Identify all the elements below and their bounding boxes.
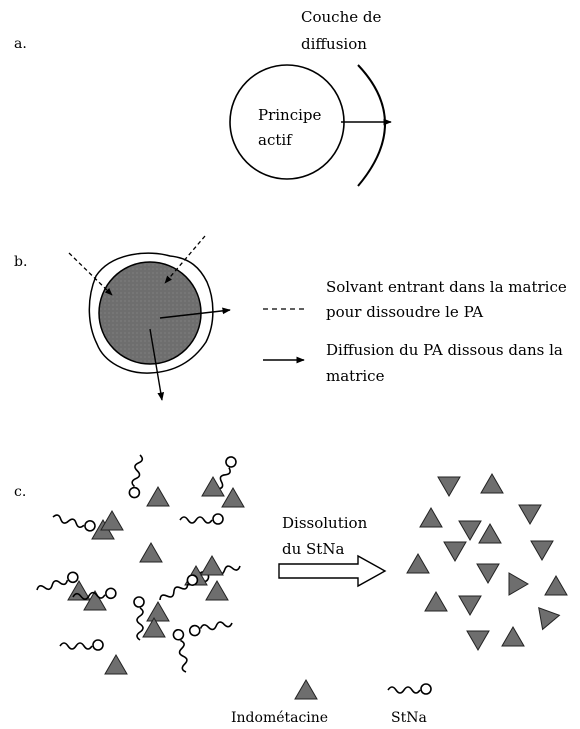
stna-legend-icon xyxy=(387,683,432,695)
drug-label-line1: Principe xyxy=(258,106,322,124)
legend-stna-label: StNa xyxy=(391,710,427,726)
legend-solvent-line2: pour dissoudre le PA xyxy=(326,303,483,321)
solvent-arrow-left xyxy=(68,252,113,296)
legend-solvent-line1: Solvant entrant dans la matrice xyxy=(326,278,567,296)
panel-a: a. Couche de diffusion Principe actif xyxy=(14,8,392,187)
diffusion-layer-arc xyxy=(357,64,386,187)
diffusion-layer-label-line2: diffusion xyxy=(301,35,367,53)
panel-b: b. Solvant entrant dans la matrice pour … xyxy=(14,235,567,401)
legend-indomethacin-label: Indométacine xyxy=(231,710,328,726)
panel-c-label: c. xyxy=(14,484,26,500)
panel-a-label: a. xyxy=(14,36,27,52)
process-label-line1: Dissolution xyxy=(282,514,368,532)
diffusion-layer-label-line1: Couche de xyxy=(301,8,381,26)
mixture-before xyxy=(34,453,245,675)
panel-b-label: b. xyxy=(14,254,27,270)
process-arrow xyxy=(278,554,387,588)
process-label-line2: du StNa xyxy=(282,540,344,558)
legend-c: Indométacine StNa xyxy=(231,679,432,726)
diffusion-arrow-right xyxy=(159,307,231,319)
mixture-after xyxy=(406,473,568,651)
legend-diffusion-line2: matrice xyxy=(326,367,385,385)
solvent-arrow-right xyxy=(164,235,206,284)
legend-diffusion-line1: Diffusion du PA dissous dans la xyxy=(326,341,563,359)
matrix-core xyxy=(98,261,202,365)
panel-c: c. xyxy=(14,453,568,726)
indomethacin-legend-icon xyxy=(294,679,318,700)
drug-label-line2: actif xyxy=(258,131,293,149)
diffusion-arrow-down xyxy=(149,328,165,401)
